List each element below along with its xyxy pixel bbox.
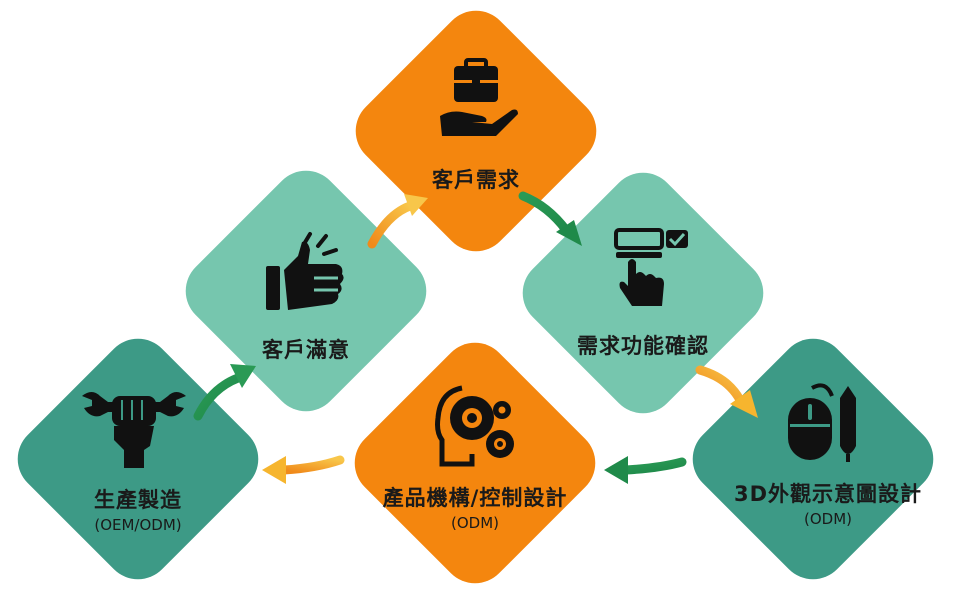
node-label: 產品機構/控制設計 [382,486,568,510]
node-requirement-confirm: 需求功能確認 [533,324,753,384]
process-diagram: 客戶需求 需求功能確認 3D外觀示意圖設計 (ODM) 產品機構/控制設計 (O… [3,0,948,597]
node-label: 客戶需求 [432,168,520,192]
node-sublabel: (OEM/ODM) [94,516,182,534]
node-manufacturing: 生產製造 (OEM/ODM) [28,480,248,540]
arrow-requirement-to-appearance [695,365,758,418]
node-label: 3D外觀示意圖設計 [733,482,923,506]
node-customer-demand: 客戶需求 [366,158,586,218]
node-appearance-design: 3D外觀示意圖設計 (ODM) [713,474,943,534]
node-mechanism-design: 產品機構/控制設計 (ODM) [365,478,585,538]
node-sublabel: (ODM) [803,510,852,528]
thumbs-up-icon [266,232,344,310]
fist-wrench-icon [82,392,186,468]
head-gears-icon [435,385,514,467]
arrow-mechanism-to-manufacturing [262,455,345,484]
arrow-demand-to-requirement [518,191,582,246]
node-label: 需求功能確認 [577,334,709,358]
node-label: 客戶滿意 [262,338,350,362]
arrow-manufacturing-to-satisfaction [193,364,256,421]
touch-checklist-icon [614,228,688,306]
node-label: 生產製造 [94,488,182,512]
mouse-pen-icon [788,383,856,462]
node-sublabel: (ODM) [450,514,499,532]
briefcase-hand-icon [440,58,518,136]
arrow-satisfaction-to-demand [367,194,428,249]
arrow-appearance-to-mechanism [604,456,687,484]
flow-arrows [193,191,758,484]
node-customer-satisfaction: 客戶滿意 [196,332,416,372]
